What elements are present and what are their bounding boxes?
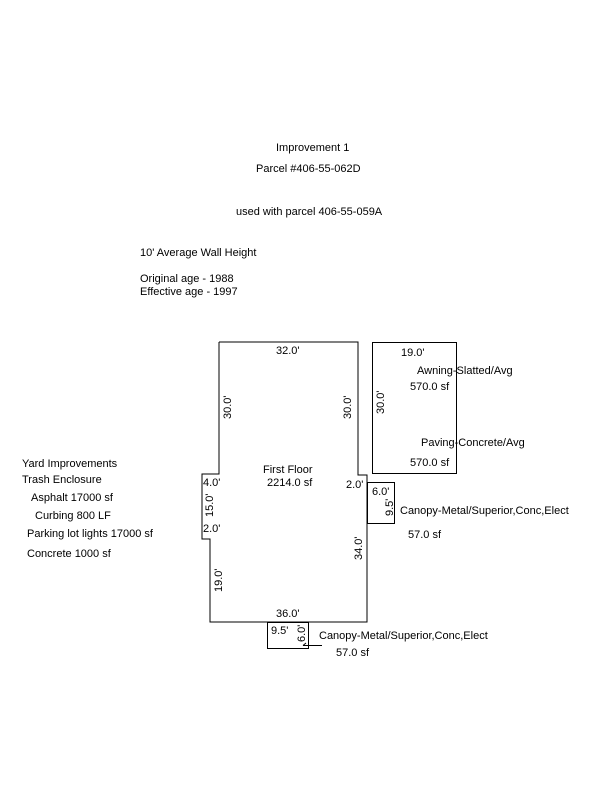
yard-item: Asphalt 17000 sf [31,492,113,504]
effective-age: Effective age - 1997 [140,286,238,298]
dim-right-jog: 2.0' [346,479,363,491]
canopy-right-width: 6.0' [372,486,389,498]
yard-item: Concrete 1000 sf [27,548,111,560]
yard-item: Curbing 800 LF [35,510,111,522]
canopy-bottom-area: 57.0 sf [336,647,370,659]
wall-height: 10' Average Wall Height [140,247,257,259]
canopy-bottom-leader-arrow [302,642,307,646]
parcel-number: Parcel #406-55-062D [256,163,361,175]
awning-width: 19.0' [401,347,425,359]
awning-area: 570.0 sf [410,381,450,393]
canopy-right-label: Canopy-Metal/Superior,Conc,Elect [400,505,569,517]
yard-item: Trash Enclosure [22,474,102,486]
original-age: Original age - 1988 [140,273,234,285]
improvement-title: Improvement 1 [276,142,350,154]
canopy-bottom-label: Canopy-Metal/Superior,Conc,Elect [319,630,488,642]
used-with-parcel: used with parcel 406-55-059A [236,206,383,218]
dim-left-jog-side: 15.0' [204,493,216,517]
canopy-bottom-height: 6.0' [296,625,308,642]
dim-right-upper: 30.0' [342,395,354,419]
dim-left-jog-top: 4.0' [203,477,220,489]
awning-label: Awning-Slatted/Avg [417,365,513,377]
first-floor-label: First Floor [263,464,313,476]
first-floor-outline [201,341,368,623]
yard-improvements-title: Yard Improvements [22,458,118,470]
yard-item: Parking lot lights 17000 sf [27,528,153,540]
dim-left-lower: 19.0' [213,568,225,592]
dim-left-upper: 30.0' [222,395,234,419]
paving-label: Paving-Concrete/Avg [421,437,525,449]
paving-area: 570.0 sf [410,457,450,469]
canopy-right-height: 9.5' [384,499,396,516]
canopy-bottom-width: 9.5' [271,625,288,637]
awning-height: 30.0' [375,390,387,414]
canopy-right-outline [367,482,395,524]
dim-bottom: 36.0' [276,608,300,620]
dim-right-lower: 34.0' [353,536,365,560]
canopy-right-area: 57.0 sf [408,529,442,541]
dim-left-jog-bottom: 2.0' [203,523,220,535]
canopy-bottom-outline [267,622,309,649]
first-floor-area: 2214.0 sf [267,477,313,489]
dim-top: 32.0' [276,345,300,357]
